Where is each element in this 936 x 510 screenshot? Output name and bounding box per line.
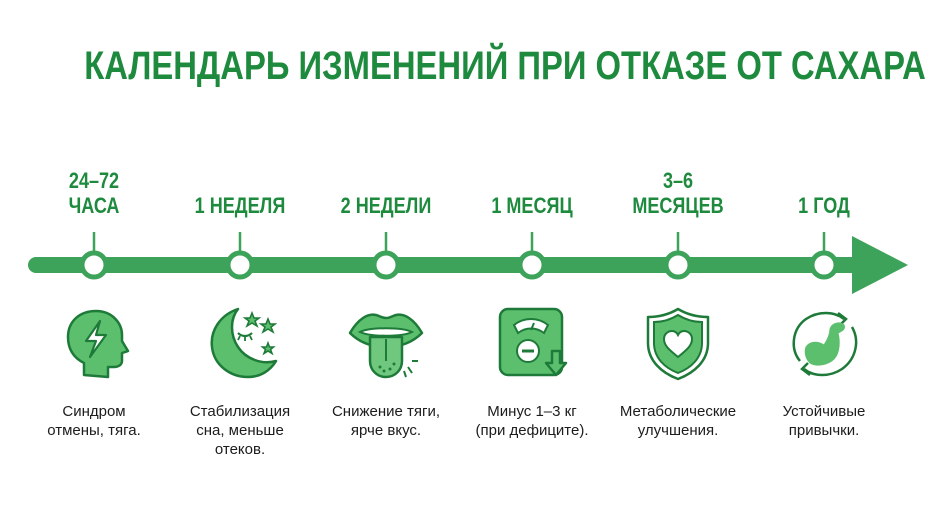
timeline-node <box>663 250 693 280</box>
page-title: КАЛЕНДАРЬ ИЗМЕНЕНИЙ ПРИ ОТКАЗЕ ОТ САХАРА <box>84 44 926 88</box>
moon-sleep-icon <box>210 307 278 379</box>
milestone-period: 1 ГОД <box>798 193 850 218</box>
mouth-tongue-icon <box>348 313 424 379</box>
head-lightning-icon <box>66 309 130 379</box>
timeline-node <box>517 250 547 280</box>
milestone-description: Минус 1–3 кг(при дефиците). <box>475 403 589 439</box>
timeline-node <box>79 250 109 280</box>
timeline-node <box>225 250 255 280</box>
scale-weight-loss-icon <box>498 307 568 377</box>
milestone-period: 1 МЕСЯЦ <box>491 193 573 218</box>
timeline-node <box>371 250 401 280</box>
muscle-cycle-icon <box>792 311 858 377</box>
milestone-description: Снижение тяги,ярче вкус. <box>331 403 441 439</box>
timeline-arrowhead-icon <box>852 236 908 294</box>
milestone-period: 1 НЕДЕЛЯ <box>194 193 286 218</box>
timeline-node <box>809 250 839 280</box>
shield-heart-icon <box>646 307 710 381</box>
milestone-period: 2 НЕДЕЛИ <box>340 193 432 218</box>
